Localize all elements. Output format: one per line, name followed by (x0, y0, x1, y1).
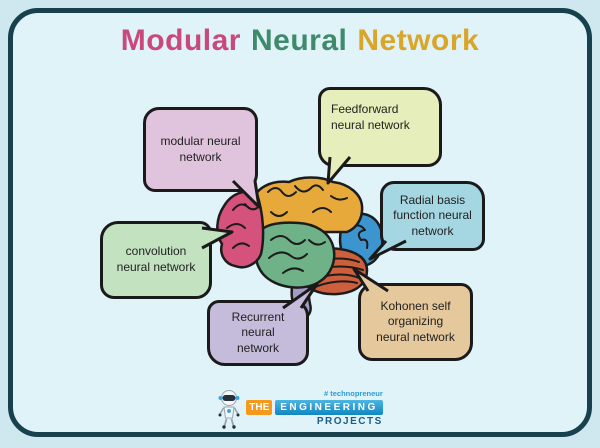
bubble-tail (231, 179, 261, 209)
speech-bubble-radial-basis: Radial basis function neural network (368, 181, 485, 261)
speech-bubble-modular: modular neural network (143, 107, 261, 209)
bubble-tail (352, 267, 389, 293)
logo-word-engineering: ENGINEERING (275, 400, 383, 415)
brain-temporal-lobe (254, 221, 336, 289)
logo-word-projects: PROJECTS (316, 416, 383, 427)
brain-frontal-lobe (216, 190, 265, 269)
speech-bubble-label: Recurrent neural network (207, 300, 309, 366)
page-title: Modular Neural Network (0, 24, 600, 58)
speech-bubble-recurrent: Recurrent neural network (207, 282, 319, 366)
title-word-neural: Neural (250, 24, 348, 57)
logo-hashtag: # technopreneur (323, 389, 383, 398)
speech-bubble-label: convolution neural network (100, 221, 212, 299)
brand-logo: # technopreneur THE ENGINEERING PROJECTS (0, 389, 600, 429)
logo-text-block: # technopreneur THE ENGINEERING PROJECTS (246, 389, 383, 427)
speech-bubble-label: Radial basis function neural network (380, 181, 485, 251)
speech-bubble-label: Kohonen self organizing neural network (358, 283, 473, 361)
title-word-network: Network (357, 24, 480, 57)
robot-icon (218, 390, 240, 429)
title-word-modular: Modular (120, 24, 241, 57)
speech-bubble-feedforward: Feedforward neural network (318, 87, 442, 185)
speech-bubble-kohonen: Kohonen self organizing neural network (352, 267, 473, 361)
bubble-tail (368, 239, 407, 261)
bubble-tail (282, 282, 319, 310)
speech-bubble-convolution: convolution neural network (100, 221, 234, 299)
logo-word-the: THE (246, 400, 273, 415)
speech-bubble-label: Feedforward neural network (318, 87, 442, 167)
bubble-tail (326, 156, 352, 185)
speech-bubble-label: modular neural network (143, 107, 258, 192)
bubble-tail (201, 226, 234, 250)
